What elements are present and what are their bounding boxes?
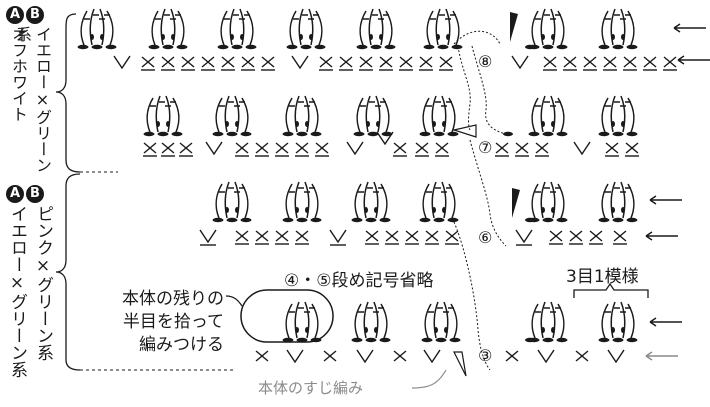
pickup-leader [225,295,243,307]
stitch-cluster [216,8,258,50]
row-number-7: ⑦ [478,138,493,157]
badge-b: B [26,6,44,24]
row-number-3: ③ [478,346,493,365]
stitch-cluster [281,301,323,343]
cut-yarn-marker [510,12,518,42]
body-back-loop-label: 本体のすじ編み [258,379,364,397]
stitch-cluster [76,8,118,50]
yarn-path [453,30,501,45]
color-label-bottom-2: イエロー×グリーン系 [7,205,27,378]
back-loop-leader [411,369,447,389]
row-8 [76,8,710,71]
join-marker [451,124,477,138]
badge-a: A [6,185,24,203]
pickup-note: 本体の残りの 半目を拾って 編みつける [96,288,224,357]
skipped-rows-note: ④・⑤段め記号省略 [284,271,434,291]
repeat-bracket [573,282,649,298]
stitch-cluster [527,301,569,343]
pickup-oval [240,289,334,343]
row8-base-stitches [113,55,678,71]
color-label-bottom-1: ピンク×グリーン系 [33,205,53,361]
pickup-note-line-1: 本体の残りの [122,289,224,309]
row6-base-stitches [199,229,628,246]
join-marker [453,351,467,377]
direction-arrow-left [649,195,683,205]
group-bracket-bottom [55,173,81,371]
direction-arrow-left [645,351,679,361]
stitch-cluster [211,181,253,223]
stitch-cluster [142,95,184,137]
yarn-path [453,221,491,371]
stitch-cluster [597,181,639,223]
stitch-cluster [420,301,462,343]
badge-b: B [26,185,44,203]
row-number-8: ⑧ [478,52,493,71]
row-6 [199,181,683,246]
repeat-unit-label: 3目1模様 [566,267,639,287]
yarn-path [471,45,507,135]
stitch-cluster [281,95,323,137]
color-label-top-1: イエロー×グリーン系 [13,26,52,173]
stitch-cluster [527,8,569,50]
stitch-cluster [355,8,397,50]
stitch-cluster [281,181,323,223]
direction-arrow-left [645,231,679,241]
pickup-note-line-3: 編みつける [139,335,224,355]
pickup-note-line-2: 半目を拾って [122,312,224,332]
stitch-cluster [422,8,464,50]
badge-a: A [6,6,24,24]
direction-arrow-left [673,23,707,33]
row-number-6: ⑥ [478,228,493,247]
stitch-cluster [285,8,327,50]
cut-yarn-marker [512,188,520,218]
stitch-cluster [352,95,394,137]
stitch-cluster [350,181,392,223]
stitch-cluster [147,8,189,50]
yarn-path [469,139,507,247]
direction-arrow-left [677,55,710,65]
stitch-cluster [597,95,639,137]
direction-arrow-left [649,317,683,327]
row-7 [142,95,640,157]
stitch-cluster [597,301,639,343]
group-bracket-top [55,13,81,173]
stitch-cluster [527,181,569,223]
stitch-cluster [350,301,392,343]
yarn-path [457,45,471,131]
color-label-top-2: オフホワイト [9,26,28,122]
stitch-cluster [211,95,253,137]
stitch-cluster [597,8,639,50]
stitch-cluster [418,181,460,223]
stitch-cluster [527,95,569,137]
row3-base-stitches [255,349,625,363]
row-3 [255,301,683,377]
